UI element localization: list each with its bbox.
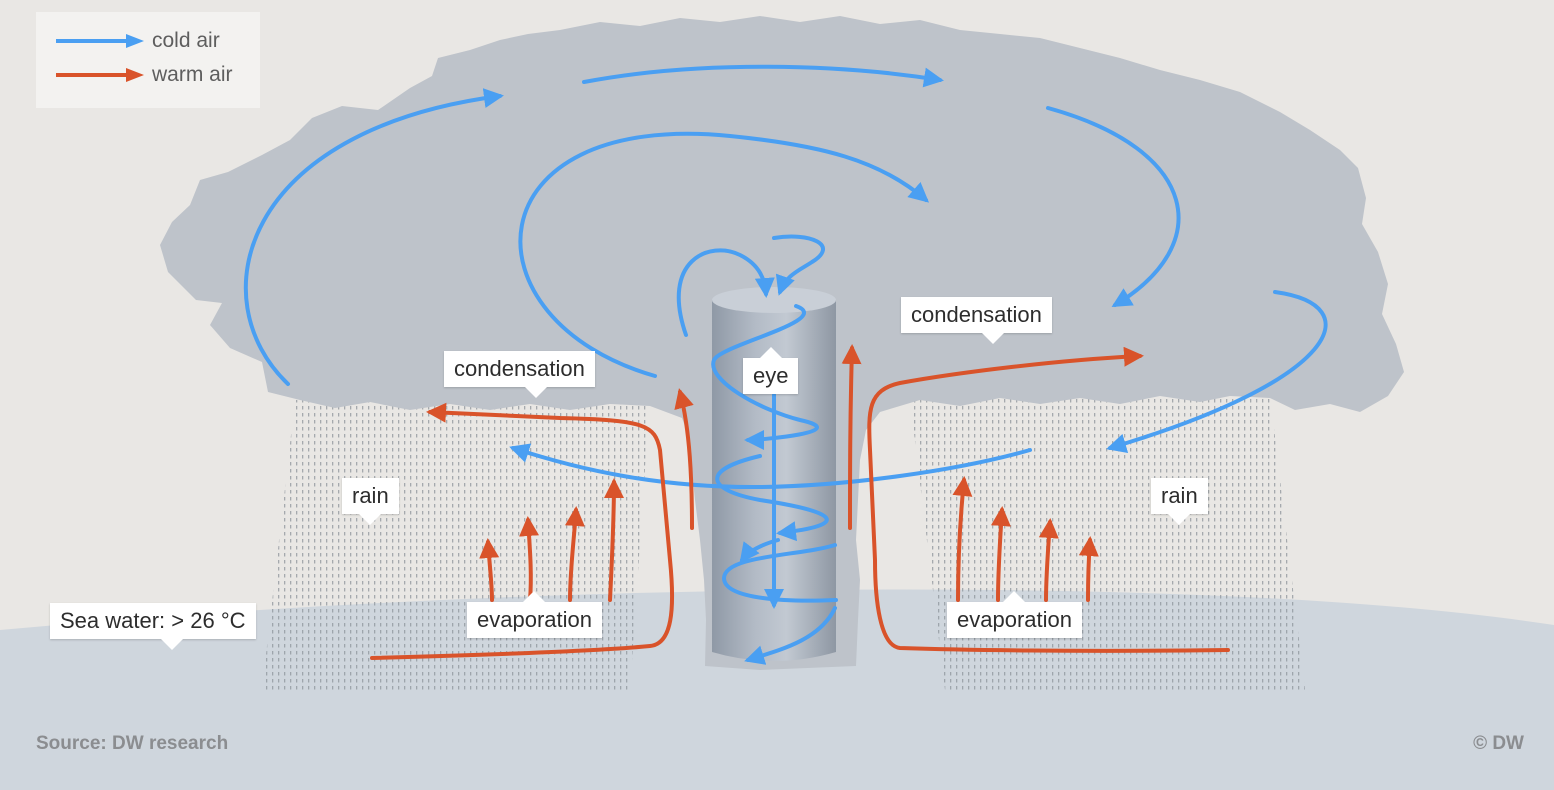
cold-arrow-outer-right [1046, 106, 1181, 308]
label-rain-left: rain [342, 478, 399, 525]
cold-arrow-inner-loop [518, 132, 930, 378]
label-sea-water: Sea water: > 26 °C [50, 603, 256, 650]
warm-evap-right-2 [990, 506, 1011, 602]
label-rain-right: rain [1151, 478, 1208, 525]
warm-evap-right-1 [952, 476, 973, 602]
label-evaporation-right: evaporation [947, 591, 1082, 638]
warm-evap-left-1 [479, 538, 500, 602]
legend-warm-air: warm air [36, 60, 233, 90]
warm-air-flows [370, 344, 1230, 660]
warm-evap-left-3 [564, 506, 585, 602]
warm-arrow-left-circulation [370, 402, 675, 660]
cold-spiral-1 [711, 304, 819, 450]
legend: cold air warm air [36, 12, 260, 108]
cold-spiral-4 [744, 606, 837, 665]
warm-evap-right-3 [1038, 518, 1059, 602]
warm-arrow-right-circulation [867, 346, 1230, 653]
legend-cold-label: cold air [152, 29, 220, 52]
cold-spiral-5 [739, 538, 780, 564]
cold-air-arrow-icon [56, 34, 144, 48]
rain-area-left [262, 395, 650, 690]
cold-arrow-under-cloud [509, 443, 1032, 490]
legend-cold-air: cold air [36, 26, 220, 56]
warm-air-arrow-icon [56, 68, 144, 82]
label-evaporation-left: evaporation [467, 591, 602, 638]
source-credit: Source: DW research [36, 733, 229, 754]
legend-warm-label: warm air [152, 63, 233, 86]
cold-spiral-2 [715, 454, 829, 542]
warm-evap-left-4 [603, 478, 624, 602]
copyright: © DW [1473, 733, 1524, 754]
rain-area-right [910, 395, 1305, 690]
cold-air-flows [243, 64, 1328, 665]
warm-evap-right-4 [1078, 536, 1099, 602]
warm-arrow-eye-left [674, 388, 694, 530]
cold-arrow-top [582, 64, 944, 88]
cold-spiral-3 [721, 543, 838, 603]
cold-arrow-eye-top-right [772, 234, 825, 296]
label-eye: eye [743, 347, 799, 394]
label-condensation-right: condensation [901, 297, 1052, 344]
cold-arrow-right-loop [1106, 290, 1328, 454]
cold-arrow-eye-top-left [676, 248, 775, 337]
cold-arrow-outer-left [243, 88, 504, 386]
label-condensation-left: condensation [444, 351, 595, 398]
warm-arrow-eye-right [841, 344, 862, 530]
